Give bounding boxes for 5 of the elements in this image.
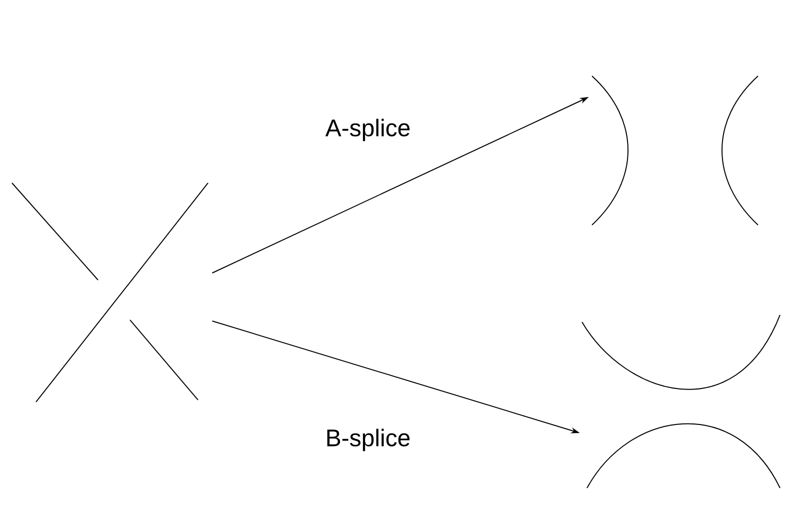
edge-label: A-splice <box>325 118 410 142</box>
edge-label: B-splice <box>327 428 410 452</box>
smoothing-drawing <box>592 76 758 226</box>
crossing-drawing <box>12 182 208 402</box>
smoothing-drawing <box>582 314 780 488</box>
